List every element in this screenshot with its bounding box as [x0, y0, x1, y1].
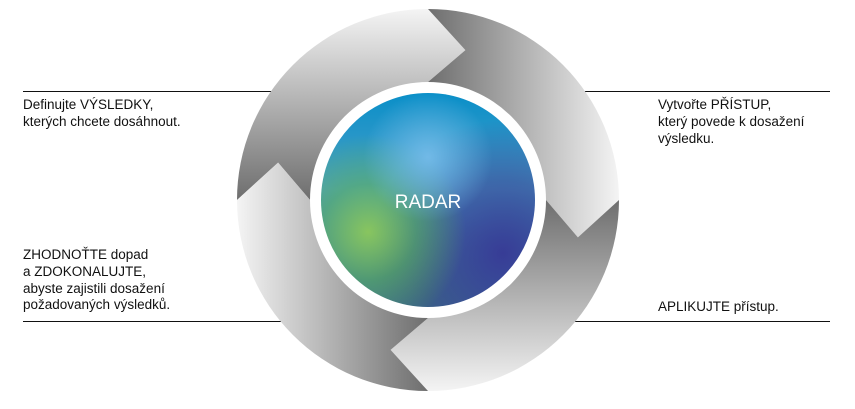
step-deploy-text: APLIKUJTE přístup. [658, 299, 779, 314]
step-assess-text: ZHODNOŤTE dopad a ZDOKONALUJTE, abyste z… [23, 247, 171, 313]
arrow-bottom-right [390, 200, 619, 391]
arrow-top-left [237, 9, 466, 200]
center-label: RADAR [394, 192, 462, 213]
rule-top-right [584, 91, 830, 92]
rule-top-left [23, 91, 273, 92]
rule-bottom-left [23, 321, 283, 322]
arrow-top-right [428, 9, 619, 238]
rule-bottom-right [575, 321, 830, 322]
step-approach-text: Vytvořte PŘÍSTUP, který povede k dosažen… [658, 97, 805, 146]
radar-core-circle: RADAR [321, 93, 535, 307]
arrow-bottom-left [237, 162, 428, 391]
step-results-text: Definujte VÝSLEDKY, kterých chcete dosáh… [23, 97, 181, 129]
